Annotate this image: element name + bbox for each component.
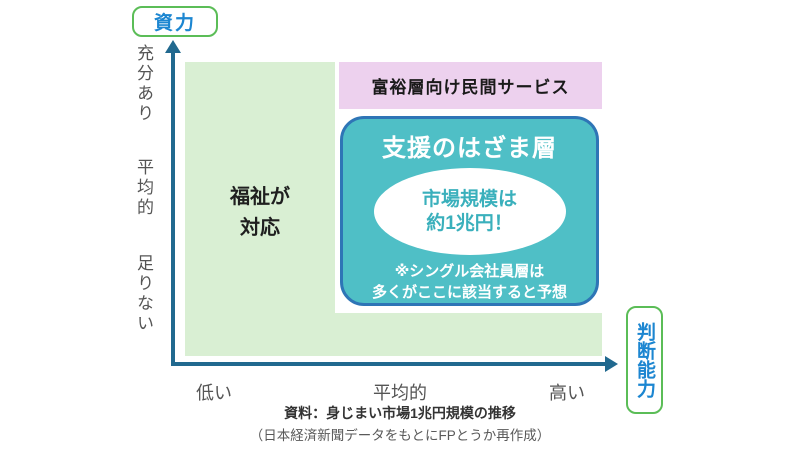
welfare-region-label: 福祉が 対応	[230, 186, 290, 239]
x-axis-arrowhead-icon	[605, 356, 618, 372]
x-axis-line	[171, 362, 607, 366]
support-gap-box: 支援のはざま層 市場規模は 約1兆円！ ※シングル会社員層は 多くがここに該当す…	[340, 116, 599, 306]
market-size-ellipse: 市場規模は 約1兆円！	[373, 168, 566, 255]
x-axis-title: 判断能力	[634, 322, 655, 398]
x-tick-high: 高い	[549, 383, 585, 403]
y-axis-title: 資力	[153, 13, 196, 34]
market-size-text: 市場規模は 約1兆円！	[421, 188, 517, 234]
caption-source: 資料：身じまい市場1兆円規模の推移	[284, 405, 516, 421]
x-tick-low: 低い	[196, 383, 232, 403]
wealthy-services-box: 富裕層向け民間サービス	[339, 62, 602, 109]
y-tick-average: 平均的	[134, 158, 153, 218]
welfare-region-strip	[185, 313, 602, 356]
caption: 資料：身じまい市場1兆円規模の推移 （日本経済新聞データをもとにFPとうか再作成…	[0, 403, 800, 444]
caption-credit: （日本経済新聞データをもとにFPとうか再作成）	[249, 428, 551, 443]
y-tick-sufficient: 充分あり	[134, 44, 153, 124]
welfare-region-column	[185, 62, 335, 356]
support-gap-note: ※シングル会社員層は 多くがここに該当すると予想	[371, 263, 567, 301]
x-axis-title-box: 判断能力	[626, 306, 663, 414]
y-axis-line	[171, 50, 175, 365]
y-tick-insufficient: 足りない	[134, 254, 153, 334]
x-tick-average: 平均的	[373, 383, 427, 403]
support-gap-title: 支援のはざま層	[382, 135, 557, 162]
wealthy-services-label: 富裕層向け民間サービス	[371, 78, 570, 97]
y-axis-title-box: 資力	[132, 6, 218, 37]
y-axis-arrowhead-icon	[165, 40, 181, 53]
